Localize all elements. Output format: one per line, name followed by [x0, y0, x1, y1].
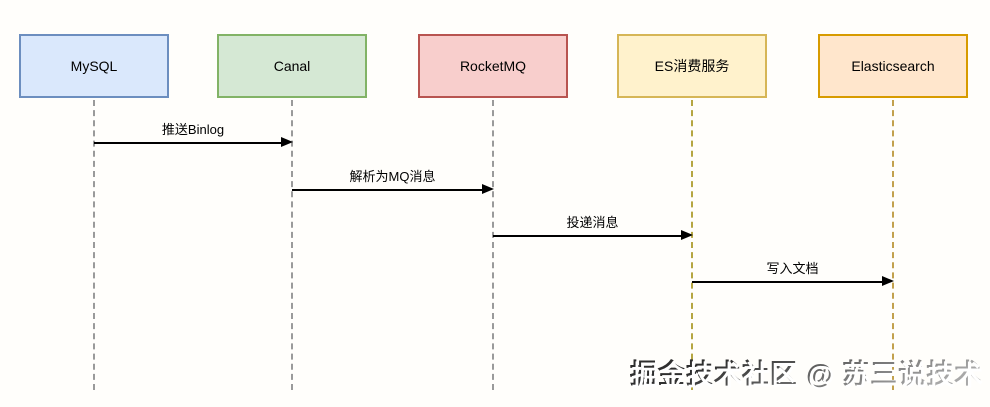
message-label-deliver: 投递消息: [566, 215, 619, 230]
actor-box-elasticsearch: Elasticsearch: [818, 34, 968, 98]
lifeline-elasticsearch: [892, 100, 894, 390]
arrowhead-icon: [281, 137, 293, 147]
message-label-write-doc: 写入文档: [766, 261, 819, 276]
actor-label-es-consumer: ES消费服务: [654, 58, 730, 74]
arrowhead-icon: [882, 276, 894, 286]
actor-box-mysql: MySQL: [19, 34, 169, 98]
lifeline-rocketmq: [492, 100, 494, 390]
actor-label-mysql: MySQL: [70, 58, 118, 74]
arrow-line: [292, 189, 484, 191]
actor-label-elasticsearch: Elasticsearch: [851, 58, 935, 74]
lifeline-mysql: [93, 100, 95, 390]
actor-box-rocketmq: RocketMQ: [418, 34, 568, 98]
message-label-parse-mq: 解析为MQ消息: [349, 169, 436, 184]
arrow-line: [692, 281, 884, 283]
actor-label-rocketmq: RocketMQ: [459, 58, 527, 74]
lifeline-es-consumer: [691, 100, 693, 390]
lifeline-canal: [291, 100, 293, 390]
arrow-line: [94, 142, 283, 144]
arrowhead-icon: [681, 230, 693, 240]
message-label-push-binlog: 推送Binlog: [161, 122, 225, 137]
arrow-line: [493, 235, 683, 237]
actor-label-canal: Canal: [273, 58, 311, 74]
actor-box-es-consumer: ES消费服务: [617, 34, 767, 98]
arrowhead-icon: [482, 184, 494, 194]
watermark-text: 掘金技术社区 @ 苏三说技术: [630, 352, 982, 391]
actor-box-canal: Canal: [217, 34, 367, 98]
